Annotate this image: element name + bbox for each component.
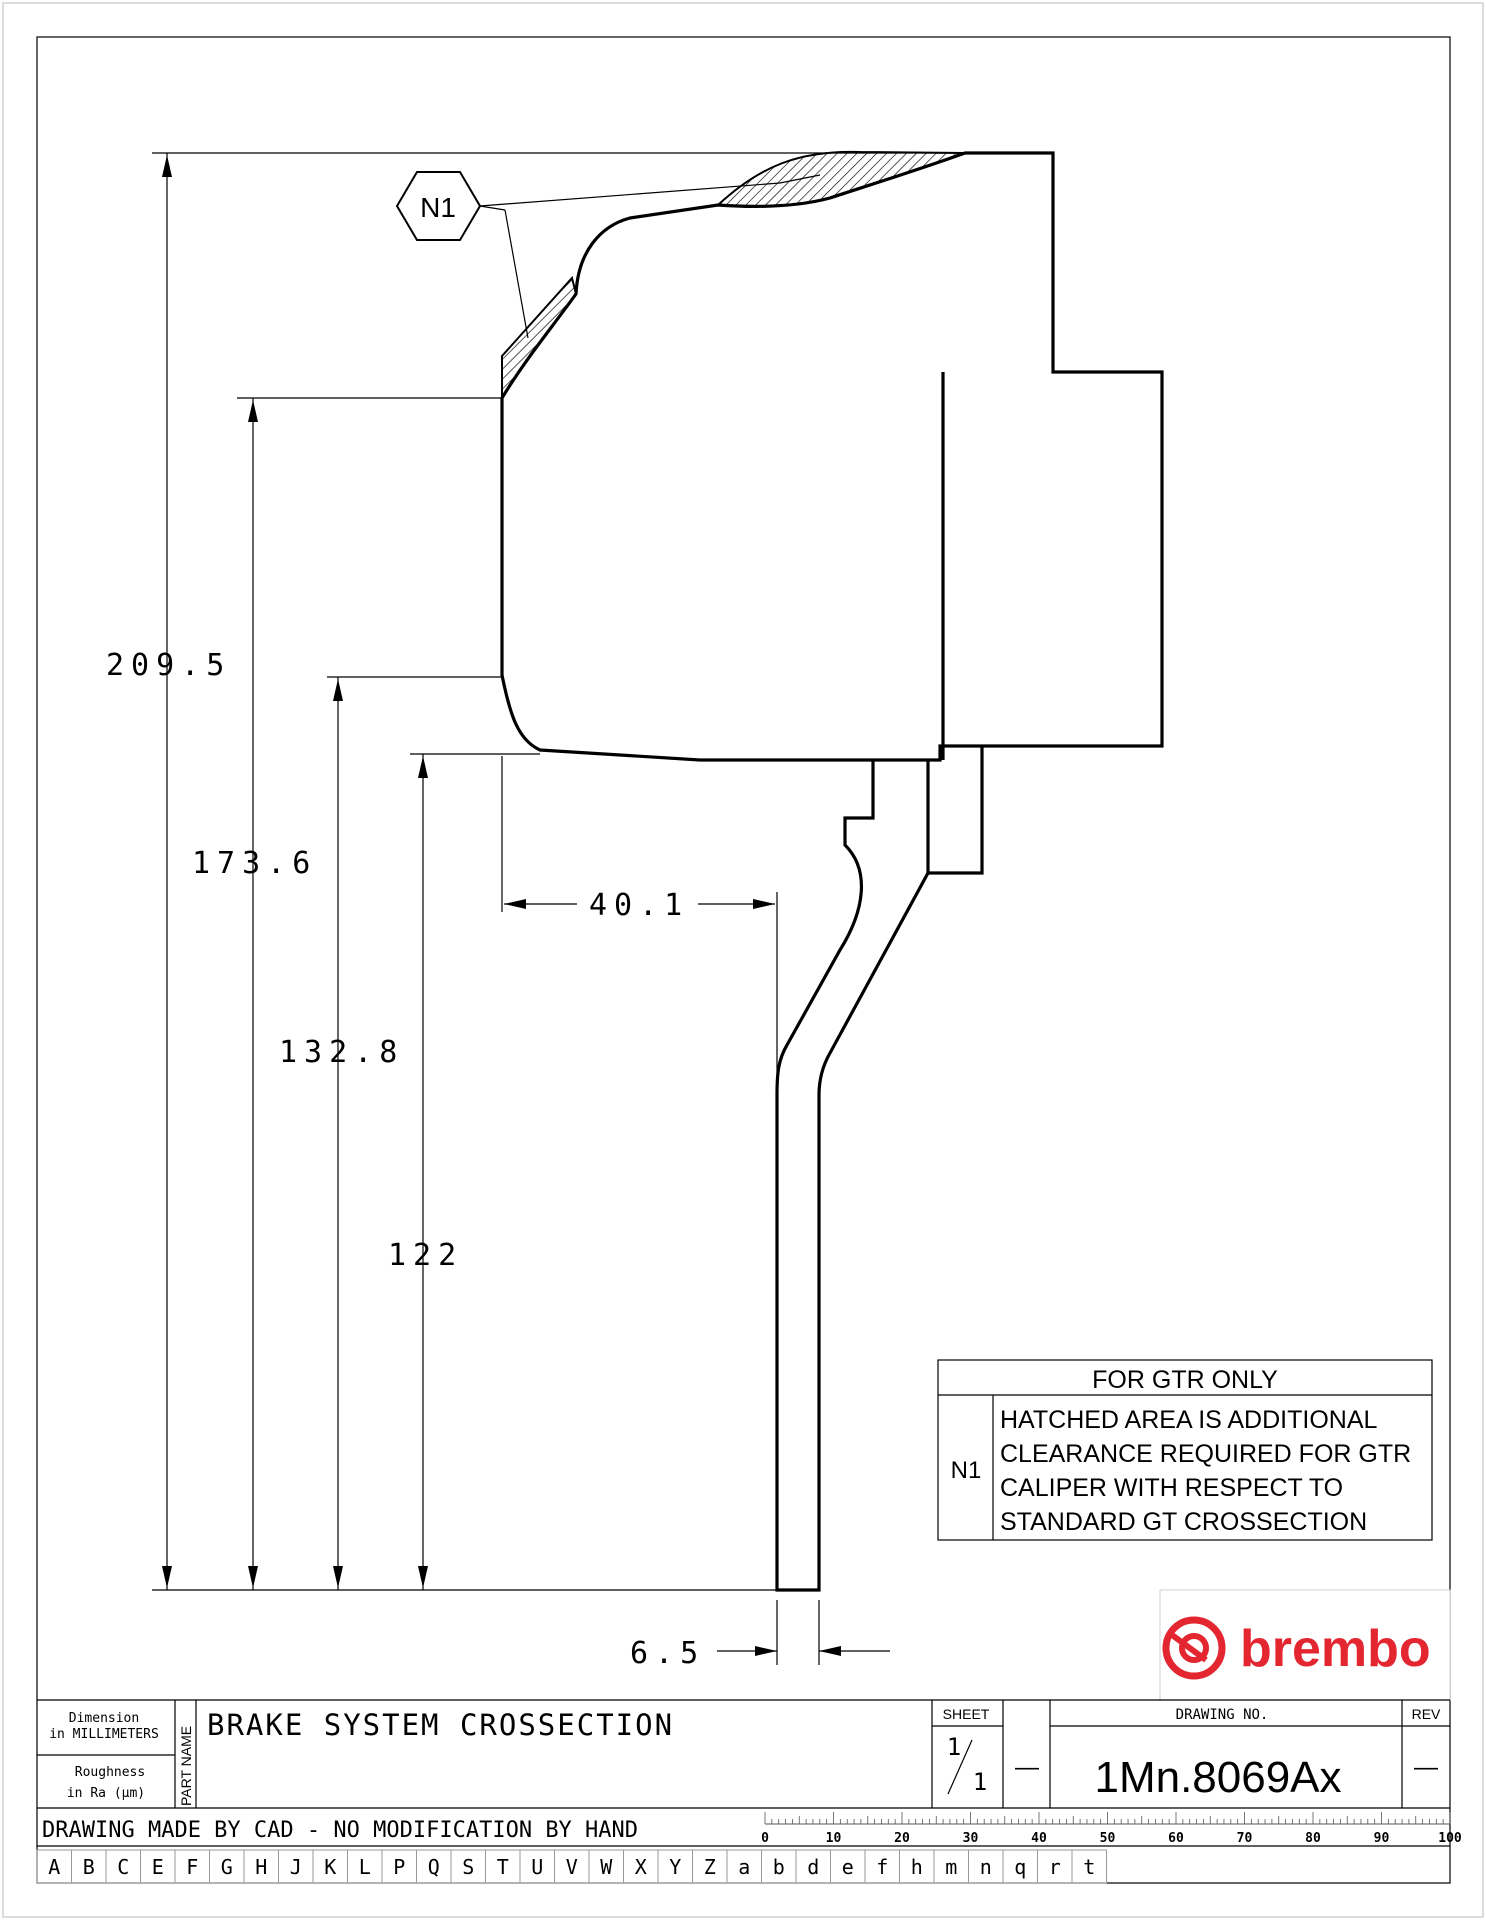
scale-label: 70 [1237,1831,1253,1846]
letter-cell-label: P [393,1855,405,1879]
dim-6-5: 6.5 [630,1636,705,1671]
sheet-denominator: 1 [973,1768,987,1796]
letter-cell-label: Y [669,1855,681,1879]
scale-label: 40 [1031,1831,1047,1846]
dim-40-1: 40.1 [589,888,689,923]
letter-cell-label: L [359,1855,371,1879]
letter-cell-label: C [117,1855,129,1879]
letter-cell-label: n [980,1855,992,1879]
note-title: FOR GTR ONLY [1092,1366,1278,1394]
note-line-1: HATCHED AREA IS ADDITIONAL [1000,1406,1378,1434]
title-block: Dimension in MILLIMETERS Roughness in Ra… [37,1699,1450,1847]
letter-cell-label: q [1014,1855,1026,1879]
brembo-logo: brembo [1159,1589,1451,1701]
scale-label: 0 [761,1831,769,1846]
dimension-units-line2: in MILLIMETERS [49,1727,159,1742]
letter-cell-label: b [773,1855,785,1879]
letter-cell-label: a [738,1855,750,1879]
cad-note: DRAWING MADE BY CAD - NO MODIFICATION BY… [42,1818,638,1843]
dim-209-5: 209.5 [106,648,231,683]
letter-cell-label: G [221,1855,233,1879]
letter-cell-label: W [600,1855,613,1879]
letter-cell-label: h [911,1855,923,1879]
roughness-line2: in Ra (µm) [67,1786,145,1801]
dim-173-6: 173.6 [192,846,317,881]
part-name-value: BRAKE SYSTEM CROSSECTION [207,1708,674,1742]
note-line-3: CALIPER WITH RESPECT TO [1000,1474,1343,1502]
drawing-no-label: DRAWING NO. [1176,1707,1269,1723]
letter-cell-label: d [807,1855,819,1879]
scale-label: 30 [963,1831,979,1846]
note-tag: N1 [951,1457,982,1484]
letter-cell-label: U [531,1855,543,1879]
letter-cell [1071,1849,1107,1884]
letter-cell-label: Q [428,1855,440,1879]
dim-132-8: 132.8 [279,1035,404,1070]
dimension-lines [152,152,1053,1665]
part-name-label: PART NAME [178,1726,194,1806]
brembo-wordmark: brembo [1240,1620,1431,1678]
scale-label: 10 [826,1831,842,1846]
letter-cell-label: f [876,1855,888,1879]
hatched-area-top [715,150,966,208]
letter-cell-label: t [1083,1855,1095,1879]
brembo-mark-icon [1162,1616,1226,1680]
scale-label: 60 [1168,1831,1184,1846]
callout-n1: N1 [395,171,821,339]
letter-cell-label: F [186,1855,198,1879]
letter-cell-label: X [635,1855,647,1879]
letter-cell-label: m [945,1855,957,1879]
sheet-dash: — [1015,1754,1039,1781]
letter-cell-label: B [83,1855,95,1879]
letter-cell-label: J [290,1855,302,1879]
letter-cell-label: S [462,1855,474,1879]
scale-label: 50 [1100,1831,1116,1846]
note-line-4: STANDARD GT CROSSECTION [1000,1508,1367,1536]
letter-cell-label: V [566,1855,578,1879]
scale-bar: 0 10 20 30 40 50 60 70 80 90 100 [761,1812,1462,1846]
letter-cell-label: Z [704,1855,716,1879]
scale-label: 100 [1438,1831,1462,1846]
dimension-units-line1: Dimension [69,1711,139,1726]
letter-cell-label: e [842,1855,854,1879]
letter-cell-label: K [324,1855,336,1879]
dimension-values: 209.5 173.6 132.8 122 40.1 6.5 [106,648,705,1671]
scale-label: 20 [894,1831,910,1846]
letter-cell-label: T [497,1855,509,1879]
letter-cell-label: A [48,1855,60,1879]
note-table: FOR GTR ONLY N1 HATCHED AREA IS ADDITION… [937,1359,1433,1541]
letter-cell-label: r [1049,1855,1061,1879]
roughness-line1: Roughness [75,1765,145,1780]
note-line-2: CLEARANCE REQUIRED FOR GTR [1000,1440,1411,1468]
drawing-no-value: 1Mn.8069Ax [1094,1753,1341,1802]
caliper-profile [500,151,1164,762]
sheet-numerator: 1 [947,1733,961,1761]
sheet-label: SHEET [943,1706,990,1722]
dim-122: 122 [388,1238,463,1273]
rev-value: — [1414,1754,1438,1781]
scale-label: 90 [1374,1831,1390,1846]
scale-label: 80 [1305,1831,1321,1846]
rev-label: REV [1412,1706,1441,1722]
callout-tag-text: N1 [420,192,456,223]
letter-cell-label: E [152,1855,164,1879]
disc-outer-profile [775,746,984,1592]
letter-cell-label: H [255,1855,267,1879]
